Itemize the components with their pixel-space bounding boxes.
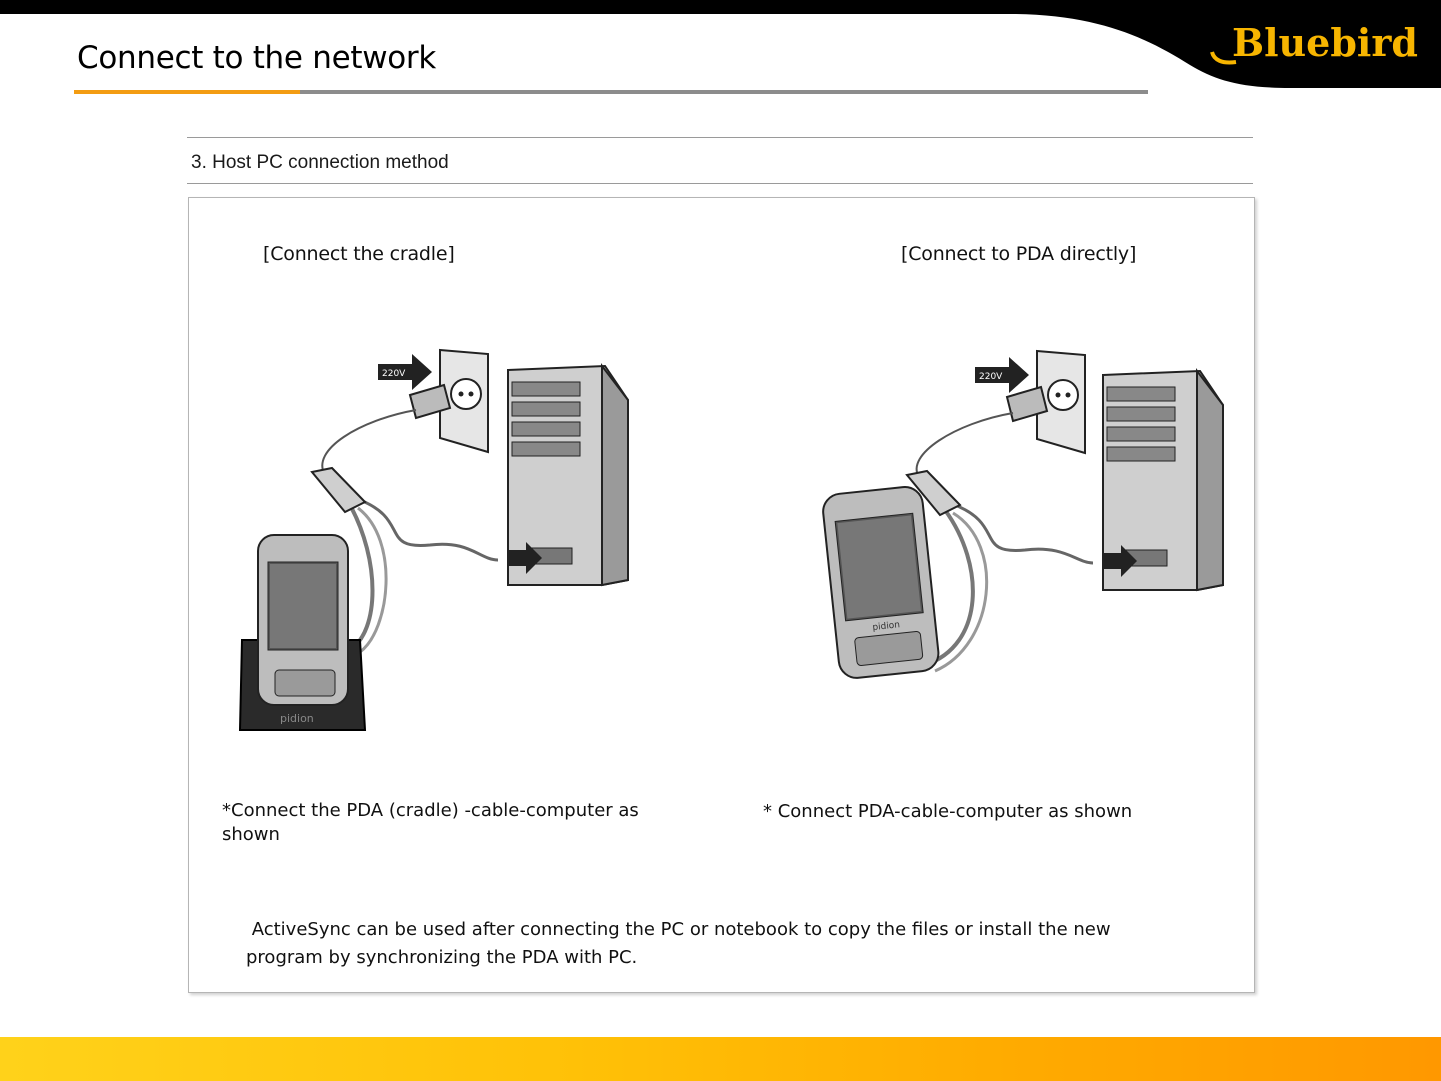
arrow-right-icon: [508, 542, 542, 574]
top-black-bar: [0, 0, 1441, 14]
note-cradle-line1: *Connect the PDA (cradle) -cable-compute…: [222, 800, 639, 821]
pda-device-icon: pidion: [822, 486, 940, 679]
direct-connection-illustration: 220V pidion: [822, 349, 1224, 679]
svg-text:220V: 220V: [979, 372, 1003, 382]
power-adapter-icon: [310, 466, 367, 514]
cradle-connection-illustration: 220V pidion: [238, 348, 629, 731]
wall-outlet-icon: [1036, 349, 1086, 455]
bottom-gradient-bar: [0, 1037, 1441, 1081]
pda-device-icon: [257, 534, 349, 706]
svg-text:220V: 220V: [382, 369, 406, 379]
svg-text:pidion: pidion: [280, 712, 314, 725]
arrow-right-icon: [1103, 545, 1137, 577]
content-frame: [188, 197, 1255, 993]
logo-swoosh-icon: [1210, 51, 1237, 65]
pc-tower-icon: [1102, 368, 1224, 592]
arrow-right-icon: 220V: [975, 357, 1029, 393]
section-rule-bottom: [187, 183, 1253, 184]
note-cradle-line2: shown: [222, 824, 280, 845]
wall-outlet-icon: [439, 348, 489, 454]
activesync-description: ActiveSync can be used after connecting …: [246, 916, 1176, 972]
caption-connect-cradle: [Connect the cradle]: [263, 243, 455, 265]
section-rule-top: [187, 137, 1253, 138]
arrow-right-icon: 220V: [378, 354, 432, 390]
bluebird-logo: Bluebird: [1232, 20, 1418, 65]
logo-swoosh-banner: Bluebird: [1010, 14, 1441, 88]
activesync-line1: ActiveSync can be used after connecting …: [246, 919, 1111, 940]
caption-connect-directly: [Connect to PDA directly]: [901, 243, 1137, 265]
section-heading: 3. Host PC connection method: [191, 152, 449, 173]
note-direct: * Connect PDA-cable-computer as shown: [763, 801, 1133, 822]
power-adapter-icon: [905, 469, 962, 517]
page-title: Connect to the network: [77, 40, 437, 76]
activesync-line2: program by synchronizing the PDA with PC…: [246, 947, 638, 968]
svg-text:pidion: pidion: [872, 620, 901, 633]
title-underline: [74, 90, 1148, 94]
title-underline-accent: [74, 90, 300, 94]
pc-tower-icon: [507, 363, 629, 587]
